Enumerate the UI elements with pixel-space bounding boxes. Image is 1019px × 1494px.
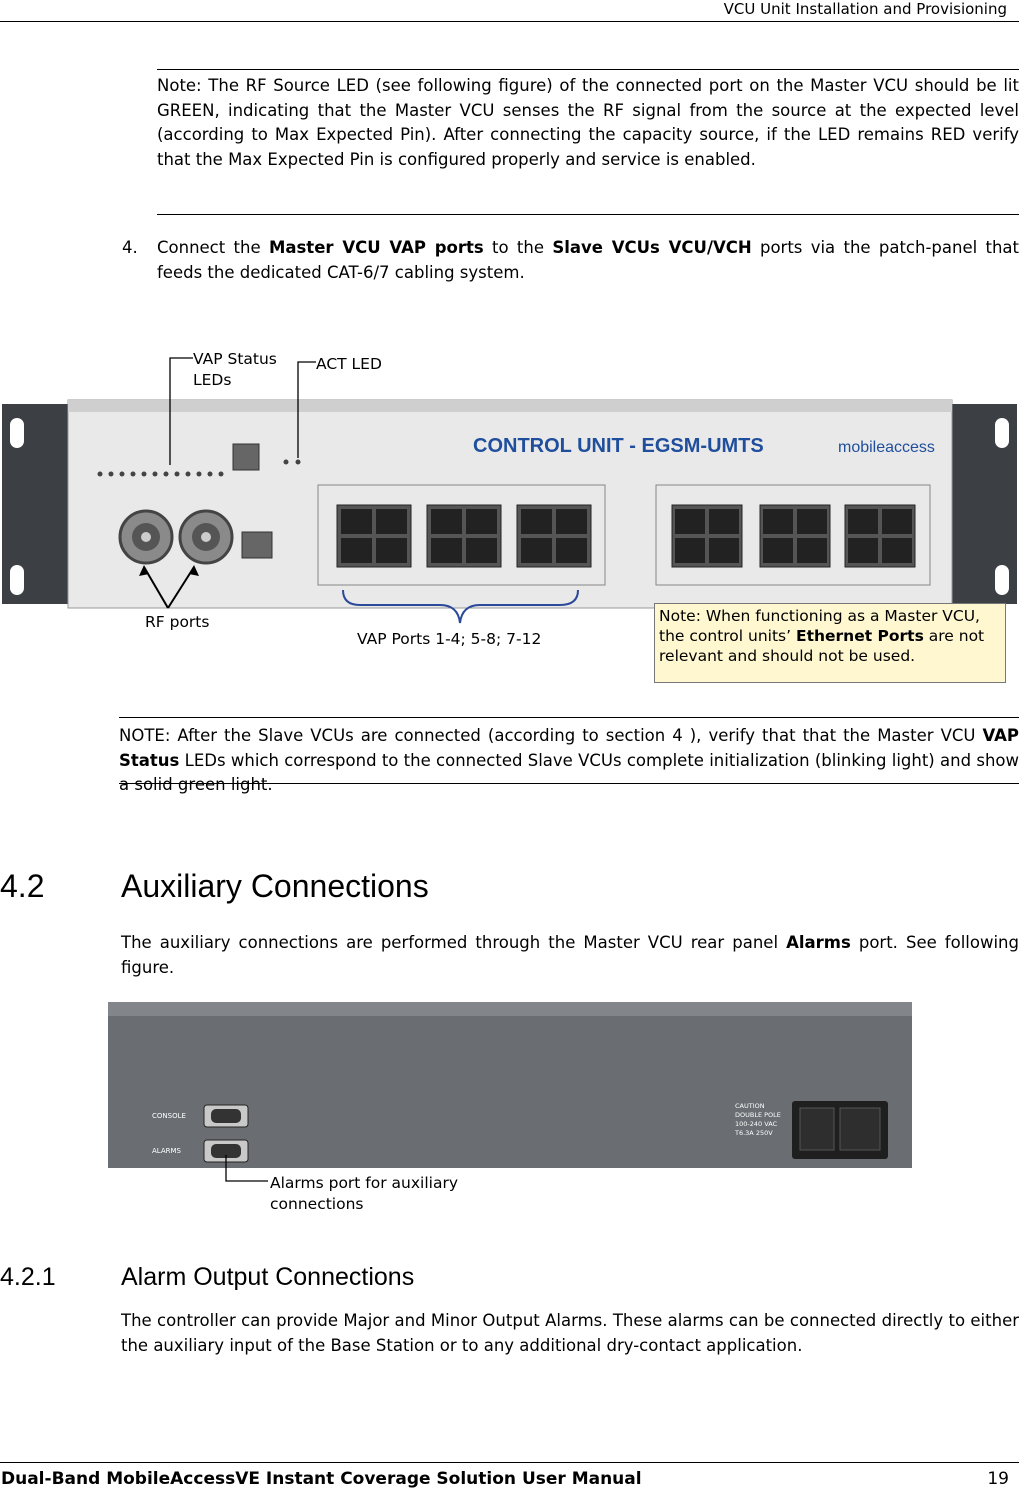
step4-bold-slave: Slave VCUs VCU/VCH: [552, 238, 752, 257]
vap-ports-5-8: [426, 504, 502, 568]
step4-number: 4.: [122, 238, 138, 257]
console-port-text: CONSOLE: [152, 1112, 186, 1120]
note2-bold: VAP Status: [119, 726, 1019, 770]
page-number: 19: [987, 1469, 1009, 1489]
alarms-port-text: ALARMS: [152, 1147, 182, 1155]
svg-text:DOUBLE POLE: DOUBLE POLE: [735, 1111, 781, 1119]
rear-panel-figure: CONSOLE ALARMS CAUTION DOUBLE POLE 100-2…: [108, 1002, 912, 1182]
power-inlet: [792, 1101, 888, 1159]
note1-text: Note: The RF Source LED (see following f…: [157, 76, 1019, 169]
management-port: [232, 443, 260, 471]
ethernet-ports-frame: [655, 484, 931, 586]
vap-ports-1-4: [336, 504, 412, 568]
act-led-label: ACT LED: [316, 355, 382, 373]
note2-text: NOTE: After the Slave VCUs are connected…: [119, 726, 1019, 794]
section-4-2-text: The auxiliary connections are performed …: [121, 933, 1019, 977]
header-rule: [0, 21, 1019, 22]
rf-port-umts: [118, 509, 174, 565]
ethernet-note-box: Note: When functioning as a Master VCU, …: [654, 603, 1006, 683]
step4-bold-master: Master VCU VAP ports: [268, 238, 484, 257]
section-4-2-1-title: Alarm Output Connections: [121, 1263, 415, 1291]
footer-title: Dual-Band MobileAccessVE Instant Coverag…: [1, 1469, 642, 1489]
front-panel-figure: CONTROL UNIT - EGSM-UMTS mobileaccess: [2, 357, 1017, 624]
alarms-bold: Alarms: [786, 933, 851, 952]
unit-title-text: CONTROL UNIT - EGSM-UMTS: [473, 435, 764, 457]
footer-rule: [0, 1462, 1019, 1463]
section-4-2-1-number: 4.2.1: [0, 1263, 56, 1291]
brand-logo: mobileaccess: [838, 439, 935, 456]
vap-ports-frame: [317, 484, 606, 586]
panel-face: [67, 399, 953, 609]
console-port: [203, 1104, 249, 1128]
ethernet-note-bold: Ethernet Ports: [795, 627, 924, 645]
alarms-port-leader: [225, 1155, 268, 1182]
note2-top-rule: [119, 717, 1019, 718]
rf-port-egsm: [178, 509, 234, 565]
pwr-led: [283, 459, 289, 465]
note1-top-rule: [157, 69, 1019, 70]
section-4-2-title: Auxiliary Connections: [121, 868, 429, 904]
vap-ports-9-12: [516, 504, 592, 568]
vap-ports-brace: [342, 589, 579, 624]
act-led: [295, 459, 301, 465]
svg-text:100-240 VAC: 100-240 VAC: [735, 1120, 778, 1128]
note2-bottom-rule: [119, 783, 1019, 784]
caution-label: CAUTION: [735, 1102, 765, 1110]
svg-text:T6.3A 250V: T6.3A 250V: [734, 1129, 773, 1137]
rf-ports-label: RF ports: [145, 613, 210, 631]
running-header: VCU Unit Installation and Provisioning: [723, 0, 1007, 18]
vap-status-leds: [97, 471, 224, 477]
note1-bottom-rule: [157, 214, 1019, 215]
step4-text: Connect the Master VCU VAP ports to the …: [157, 238, 1019, 282]
vap-status-leader: [169, 357, 193, 465]
act-led-leader: [297, 361, 316, 458]
section-4-2-1-text: The controller can provide Major and Min…: [121, 1311, 1019, 1355]
vcu-vch-port: [241, 531, 273, 559]
section-4-2-number: 4.2: [0, 868, 45, 904]
alarms-port-label: Alarms port for auxiliary connections: [270, 1174, 459, 1213]
ethernet-ports: [671, 504, 916, 568]
vap-status-leds-label: VAP Status LEDs: [193, 350, 277, 389]
vap-ports-label: VAP Ports 1-4; 5-8; 7-12: [357, 630, 542, 648]
